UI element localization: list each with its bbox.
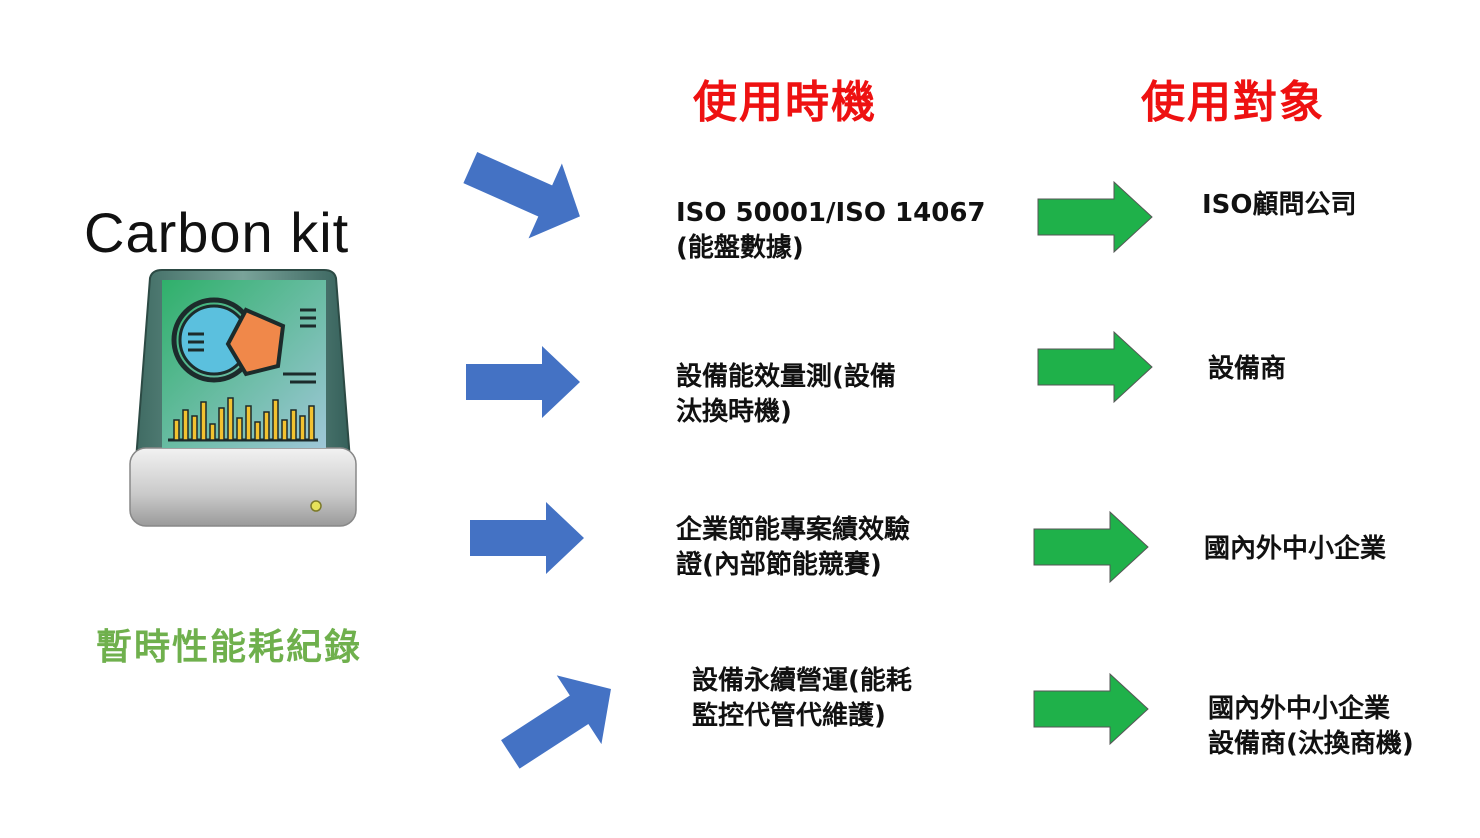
product-caption: 暫時性能耗紀錄 [96, 627, 363, 668]
timing-label-1: ISO 50001/ISO 14067 (能盤數據) [676, 196, 986, 266]
target-line: 國內外中小企業 [1204, 534, 1387, 564]
timing-label-2: 設備能效量測(設備 汰換時機) [676, 360, 896, 430]
blue-arrow-icon [501, 675, 611, 769]
hard-drive-chart-icon [129, 269, 357, 527]
timing-label-4: 設備永續營運(能耗 監控代管代維護) [692, 664, 912, 734]
blue-arrow-icon [466, 346, 580, 418]
header-target: 使用對象 [1141, 77, 1325, 128]
product-title: Carbon kit [84, 201, 350, 264]
target-label-3: 國內外中小企業 [1204, 532, 1386, 567]
target-label-1: ISO顧問公司 [1202, 188, 1357, 223]
target-label-2: 設備商 [1208, 352, 1286, 387]
green-arrow-icon [1033, 672, 1149, 746]
timing-line: 企業節能專案績效驗 [676, 515, 911, 545]
timing-line: ISO 50001/ISO 14067 [676, 198, 986, 228]
blue-arrow-icon [463, 152, 580, 239]
header-timing: 使用時機 [693, 77, 877, 128]
timing-line: 設備永續營運(能耗 [692, 666, 912, 696]
green-arrow-icon [1037, 330, 1153, 404]
target-line: 設備商 [1208, 354, 1287, 384]
timing-line: (能盤數據) [676, 233, 804, 263]
blue-arrow-icon [470, 502, 584, 574]
timing-label-3: 企業節能專案績效驗 證(內部節能競賽) [676, 513, 910, 583]
timing-line: 監控代管代維護) [692, 701, 886, 731]
target-line: ISO顧問公司 [1202, 190, 1357, 220]
green-arrow-icon [1037, 180, 1153, 254]
timing-line: 汰換時機) [676, 397, 792, 427]
target-line: 設備商(汰換商機) [1208, 729, 1414, 759]
green-arrow-icon [1033, 510, 1149, 584]
timing-line: 證(內部節能競賽) [676, 550, 882, 580]
timing-line: 設備能效量測(設備 [676, 362, 896, 392]
target-line: 國內外中小企業 [1208, 694, 1391, 724]
target-label-4: 國內外中小企業 設備商(汰換商機) [1208, 692, 1414, 762]
